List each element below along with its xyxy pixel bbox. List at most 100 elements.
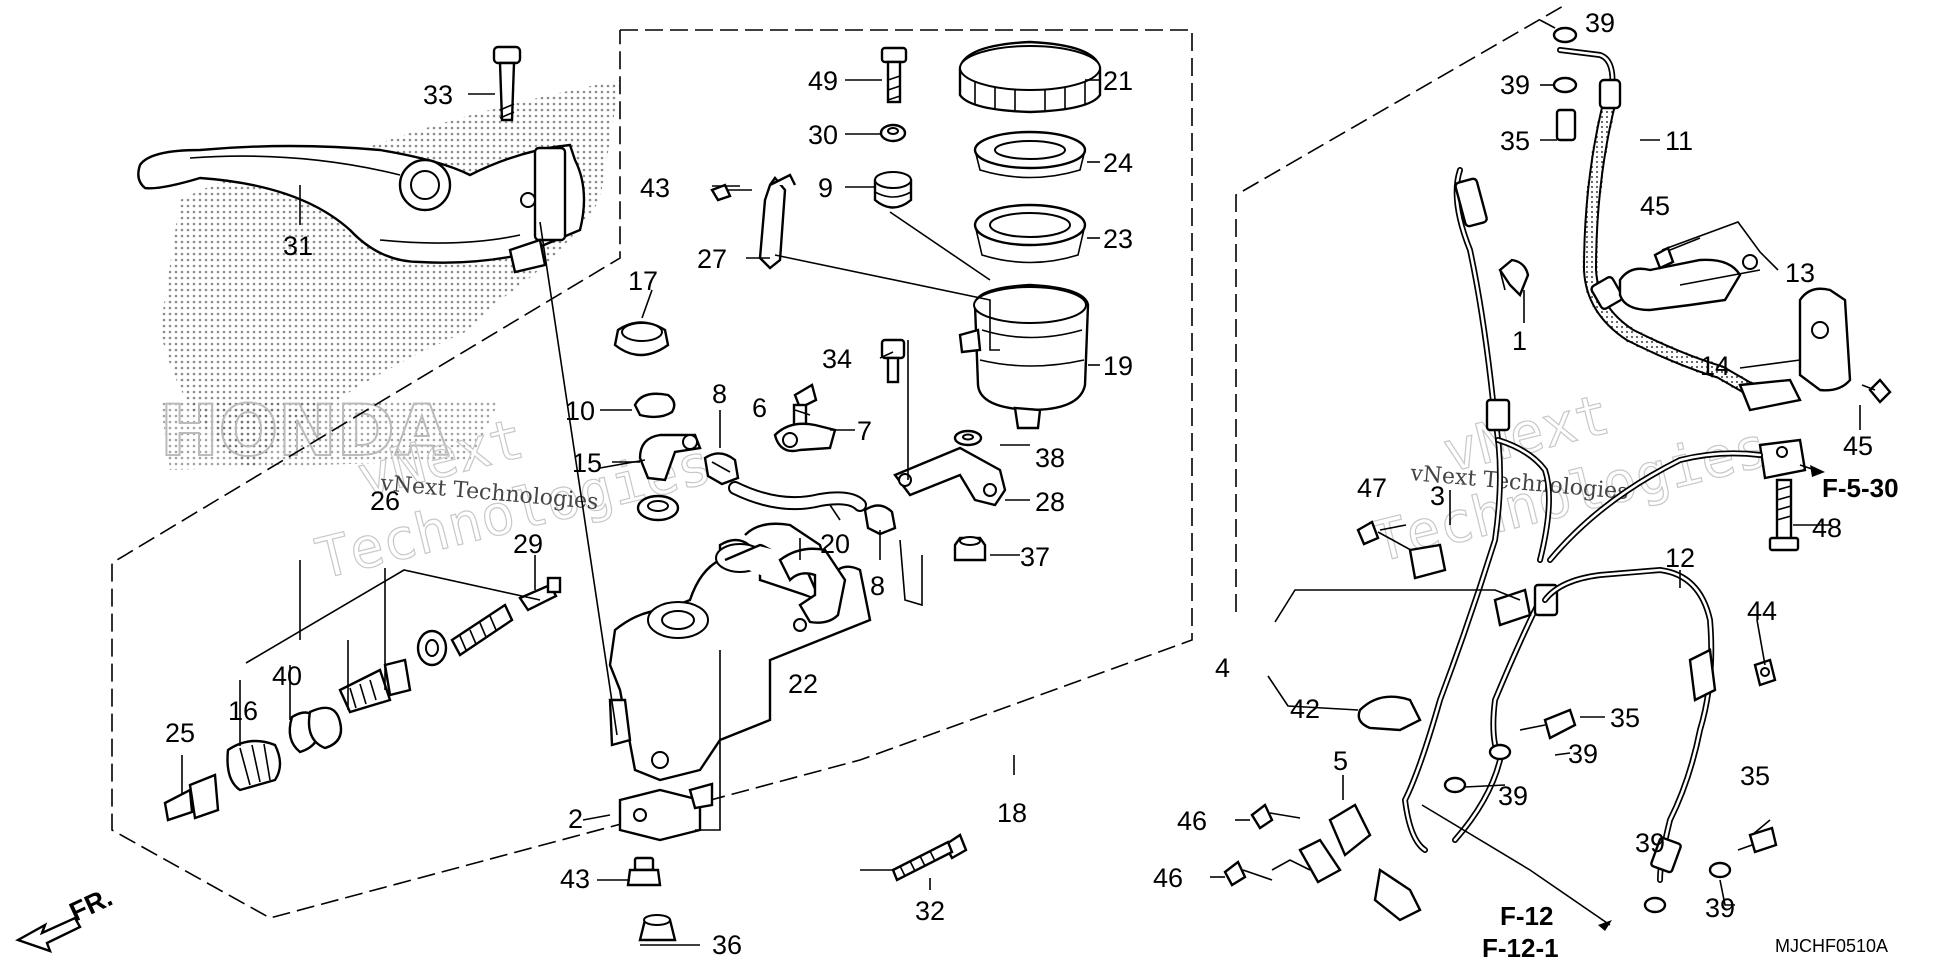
callout-20: 20 <box>820 529 850 559</box>
bolt-34 <box>880 338 906 384</box>
holder-22 <box>778 547 847 632</box>
callout-35-mid: 35 <box>1610 703 1640 733</box>
callout-9: 9 <box>818 173 833 203</box>
callout-3: 3 <box>1430 481 1445 511</box>
switch-screw-43 <box>626 856 662 887</box>
sensor-5 <box>1298 803 1422 922</box>
hose-clip-upper <box>703 452 740 486</box>
hose-joint-15 <box>638 433 702 482</box>
callout-38: 38 <box>1035 443 1065 473</box>
callout-32: 32 <box>915 896 945 926</box>
callout-29: 29 <box>513 529 543 559</box>
reservoir-hose <box>728 481 867 512</box>
callout-35-top: 35 <box>1500 126 1530 156</box>
lever-pivot-bolt <box>492 45 522 122</box>
callout-2: 2 <box>568 804 583 834</box>
reservoir-plate <box>973 130 1087 179</box>
holder-bolt-32 <box>891 833 968 882</box>
reservoir-collar <box>879 123 907 143</box>
cap-nut-36 <box>638 914 677 942</box>
callout-14: 14 <box>1700 351 1730 381</box>
bracket-28 <box>893 446 1007 507</box>
callout-33: 33 <box>423 80 453 110</box>
callout-8-lower: 8 <box>870 571 885 601</box>
callout-25: 25 <box>165 718 195 748</box>
banjo-bolt-35-mid <box>1519 708 1577 740</box>
callout-34: 34 <box>822 344 852 374</box>
callout-17: 17 <box>628 266 658 296</box>
callout-12: 12 <box>1665 543 1695 573</box>
callout-6: 6 <box>752 393 767 423</box>
callout-5: 5 <box>1333 746 1348 776</box>
callout-1: 1 <box>1512 326 1527 356</box>
callout-43-upper: 43 <box>640 173 670 203</box>
ref-f12: F-12 <box>1500 901 1553 931</box>
callout-18: 18 <box>997 798 1027 828</box>
callout-26: 26 <box>370 486 400 516</box>
grommet-17 <box>613 321 670 357</box>
bolt-46-lower <box>1223 860 1273 887</box>
leader-lines <box>181 19 1861 946</box>
diagram-code: MJCHF0510A <box>1775 936 1888 956</box>
brake-hose-11 <box>1557 47 1767 402</box>
callout-19: 19 <box>1103 351 1133 381</box>
pipe-clamp-42 <box>1357 695 1422 732</box>
callout-22: 22 <box>788 669 818 699</box>
callout-4: 4 <box>1215 653 1230 683</box>
circlip-10 <box>633 392 676 419</box>
callout-labels: 33 31 17 10 15 26 29 40 16 25 2 43 36 8 … <box>165 8 1899 963</box>
joint-bracket-14 <box>1738 287 1852 480</box>
reservoir-grommet <box>873 171 913 209</box>
callout-39-bottom-right: 39 <box>1705 893 1735 923</box>
ref-f12-1: F-12-1 <box>1482 933 1559 963</box>
callout-44: 44 <box>1747 596 1777 626</box>
brake-pipe-12 <box>1542 450 1763 883</box>
callout-21: 21 <box>1103 66 1133 96</box>
callout-8-upper: 8 <box>712 379 727 409</box>
callout-36: 36 <box>712 930 742 960</box>
bolt-46-upper <box>1250 803 1301 830</box>
callout-30: 30 <box>808 120 838 150</box>
hose-clip-lower <box>863 504 897 536</box>
reservoir-bolt <box>880 46 908 104</box>
callout-24: 24 <box>1103 148 1133 178</box>
callout-35-right: 35 <box>1740 761 1770 791</box>
callout-13: 13 <box>1785 258 1815 288</box>
assembly-enclosure-right <box>1235 4 1566 612</box>
callout-7: 7 <box>857 416 872 446</box>
svg-text:HONDA: HONDA <box>160 390 449 472</box>
front-direction-arrow: FR. <box>15 882 117 953</box>
callout-46-lower: 46 <box>1153 863 1183 893</box>
callout-10: 10 <box>565 396 595 426</box>
piston-kit <box>163 576 562 822</box>
banjo-bolt-35-right <box>1737 826 1778 854</box>
oring-hose-joint <box>636 494 680 522</box>
callout-46-upper: 46 <box>1177 806 1207 836</box>
bolt-45-right <box>1861 378 1892 404</box>
assembly-enclosure-left <box>111 29 1193 919</box>
bolt-44 <box>1753 658 1777 687</box>
ref-f5-30: F-5-30 <box>1822 473 1899 503</box>
callout-45-right: 45 <box>1843 431 1873 461</box>
callout-48: 48 <box>1812 513 1842 543</box>
callout-47: 47 <box>1357 473 1387 503</box>
reservoir-stay <box>758 173 797 270</box>
brake-light-switch <box>618 782 714 842</box>
washer-38 <box>953 429 983 447</box>
callout-39-top: 39 <box>1585 8 1615 38</box>
callout-23: 23 <box>1103 224 1133 254</box>
background-emblem: HONDA <box>159 80 620 473</box>
callout-39-lower: 39 <box>1498 781 1528 811</box>
callout-45-top: 45 <box>1640 191 1670 221</box>
callout-37: 37 <box>1020 542 1050 572</box>
bolt-48 <box>1768 478 1800 552</box>
callout-39-bottom-left: 39 <box>1635 828 1665 858</box>
reservoir-cap <box>958 40 1102 114</box>
bolt-45-top <box>1653 237 1701 270</box>
brake-lever <box>137 143 586 274</box>
fitting-7 <box>773 422 837 453</box>
callout-42: 42 <box>1290 694 1320 724</box>
nut-37 <box>953 536 987 562</box>
callout-27: 27 <box>697 244 727 274</box>
